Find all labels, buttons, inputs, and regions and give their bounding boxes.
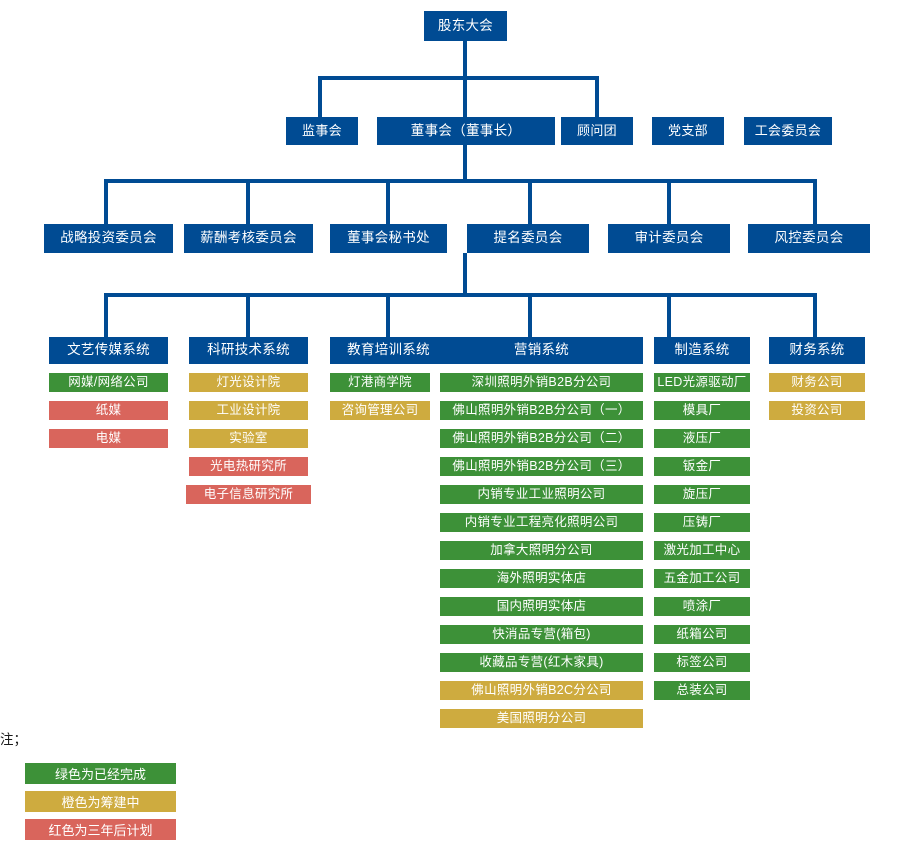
node-board-of-directors[interactable]: 董事会（董事长） — [377, 117, 555, 145]
connector-drop-dongshihui — [463, 76, 467, 118]
connector-bus-systems — [104, 293, 817, 297]
system-item-finance-0[interactable]: 财务公司 — [769, 373, 865, 392]
connector-bus-committees — [104, 179, 817, 183]
system-item-finance-1[interactable]: 投资公司 — [769, 401, 865, 420]
system-item-marketing-11[interactable]: 佛山照明外销B2C分公司 — [440, 681, 643, 700]
connector-drop-system-1 — [104, 293, 108, 337]
connector-drop-jianshihui — [318, 76, 322, 118]
system-item-research-tech-1[interactable]: 工业设计院 — [189, 401, 308, 420]
system-item-manufacturing-9[interactable]: 纸箱公司 — [654, 625, 750, 644]
system-item-manufacturing-11[interactable]: 总装公司 — [654, 681, 750, 700]
node-union-committee[interactable]: 工会委员会 — [744, 117, 832, 145]
system-item-manufacturing-3[interactable]: 钣金厂 — [654, 457, 750, 476]
system-item-marketing-1[interactable]: 佛山照明外销B2B分公司（一） — [440, 401, 643, 420]
system-item-marketing-5[interactable]: 内销专业工程亮化照明公司 — [440, 513, 643, 532]
legend-item-in-preparation: 橙色为筹建中 — [25, 791, 176, 812]
node-party-branch[interactable]: 党支部 — [652, 117, 724, 145]
system-item-education-training-1[interactable]: 咨询管理公司 — [330, 401, 430, 420]
node-advisory-group[interactable]: 顾问团 — [561, 117, 633, 145]
connector-drop-committee-1 — [104, 179, 108, 224]
system-item-manufacturing-6[interactable]: 激光加工中心 — [654, 541, 750, 560]
legend-item-three-year-plan: 红色为三年后计划 — [25, 819, 176, 840]
system-item-marketing-6[interactable]: 加拿大照明分公司 — [440, 541, 643, 560]
node-committee-nomination[interactable]: 提名委员会 — [467, 224, 589, 253]
connector-drop-system-4 — [528, 293, 532, 337]
system-item-arts-media-2[interactable]: 电媒 — [49, 429, 168, 448]
system-item-manufacturing-4[interactable]: 旋压厂 — [654, 485, 750, 504]
legend-item-completed: 绿色为已经完成 — [25, 763, 176, 784]
system-item-marketing-10[interactable]: 收藏品专营(红木家具) — [440, 653, 643, 672]
node-committee-compensation[interactable]: 薪酬考核委员会 — [184, 224, 313, 253]
system-item-research-tech-3[interactable]: 光电热研究所 — [189, 457, 308, 476]
connector-drop-system-5 — [667, 293, 671, 337]
system-item-manufacturing-5[interactable]: 压铸厂 — [654, 513, 750, 532]
system-item-arts-media-1[interactable]: 纸媒 — [49, 401, 168, 420]
system-item-marketing-12[interactable]: 美国照明分公司 — [440, 709, 643, 728]
connector-drop-committee-5 — [667, 179, 671, 224]
connector-drop-committee-2 — [246, 179, 250, 224]
system-item-manufacturing-0[interactable]: LED光源驱动厂 — [654, 373, 750, 392]
system-item-marketing-3[interactable]: 佛山照明外销B2B分公司（三） — [440, 457, 643, 476]
connector-vertical-board-to-systems — [463, 253, 467, 295]
system-header-education-training[interactable]: 教育培训系统 — [330, 337, 447, 364]
node-supervisory-board[interactable]: 监事会 — [286, 117, 358, 145]
system-item-marketing-0[interactable]: 深圳照明外销B2B分公司 — [440, 373, 643, 392]
system-item-marketing-8[interactable]: 国内照明实体店 — [440, 597, 643, 616]
system-item-manufacturing-7[interactable]: 五金加工公司 — [654, 569, 750, 588]
node-shareholders-meeting[interactable]: 股东大会 — [424, 11, 507, 41]
connector-bus-l2 — [318, 76, 599, 80]
system-item-research-tech-4[interactable]: 电子信息研究所 — [186, 485, 311, 504]
node-committee-risk-control[interactable]: 风控委员会 — [748, 224, 870, 253]
node-committee-audit[interactable]: 审计委员会 — [608, 224, 730, 253]
system-item-marketing-9[interactable]: 快消品专营(箱包) — [440, 625, 643, 644]
system-item-manufacturing-8[interactable]: 喷涂厂 — [654, 597, 750, 616]
system-item-manufacturing-10[interactable]: 标签公司 — [654, 653, 750, 672]
system-item-marketing-4[interactable]: 内销专业工业照明公司 — [440, 485, 643, 504]
system-header-marketing[interactable]: 营销系统 — [440, 337, 643, 364]
legend-note-label: 注； — [0, 732, 27, 747]
connector-drop-system-3 — [386, 293, 390, 337]
system-item-arts-media-0[interactable]: 网媒/网络公司 — [49, 373, 168, 392]
connector-drop-system-2 — [246, 293, 250, 337]
connector-drop-committee-6 — [813, 179, 817, 224]
system-header-arts-media[interactable]: 文艺传媒系统 — [49, 337, 168, 364]
system-item-marketing-2[interactable]: 佛山照明外销B2B分公司（二） — [440, 429, 643, 448]
system-header-research-tech[interactable]: 科研技术系统 — [189, 337, 308, 364]
connector-drop-guwentuan — [595, 76, 599, 118]
system-item-manufacturing-1[interactable]: 模具厂 — [654, 401, 750, 420]
connector-drop-system-6 — [813, 293, 817, 337]
system-item-research-tech-0[interactable]: 灯光设计院 — [189, 373, 308, 392]
node-board-secretariat[interactable]: 董事会秘书处 — [330, 224, 447, 253]
connector-vertical-l1 — [463, 40, 467, 79]
system-item-marketing-7[interactable]: 海外照明实体店 — [440, 569, 643, 588]
connector-vertical-board-to-committees — [463, 144, 467, 181]
node-committee-strategic-investment[interactable]: 战略投资委员会 — [44, 224, 173, 253]
system-item-manufacturing-2[interactable]: 液压厂 — [654, 429, 750, 448]
system-header-manufacturing[interactable]: 制造系统 — [654, 337, 750, 364]
system-item-education-training-0[interactable]: 灯港商学院 — [330, 373, 430, 392]
system-header-finance[interactable]: 财务系统 — [769, 337, 865, 364]
system-item-research-tech-2[interactable]: 实验室 — [189, 429, 308, 448]
connector-drop-committee-4 — [528, 179, 532, 224]
connector-drop-committee-3 — [386, 179, 390, 224]
